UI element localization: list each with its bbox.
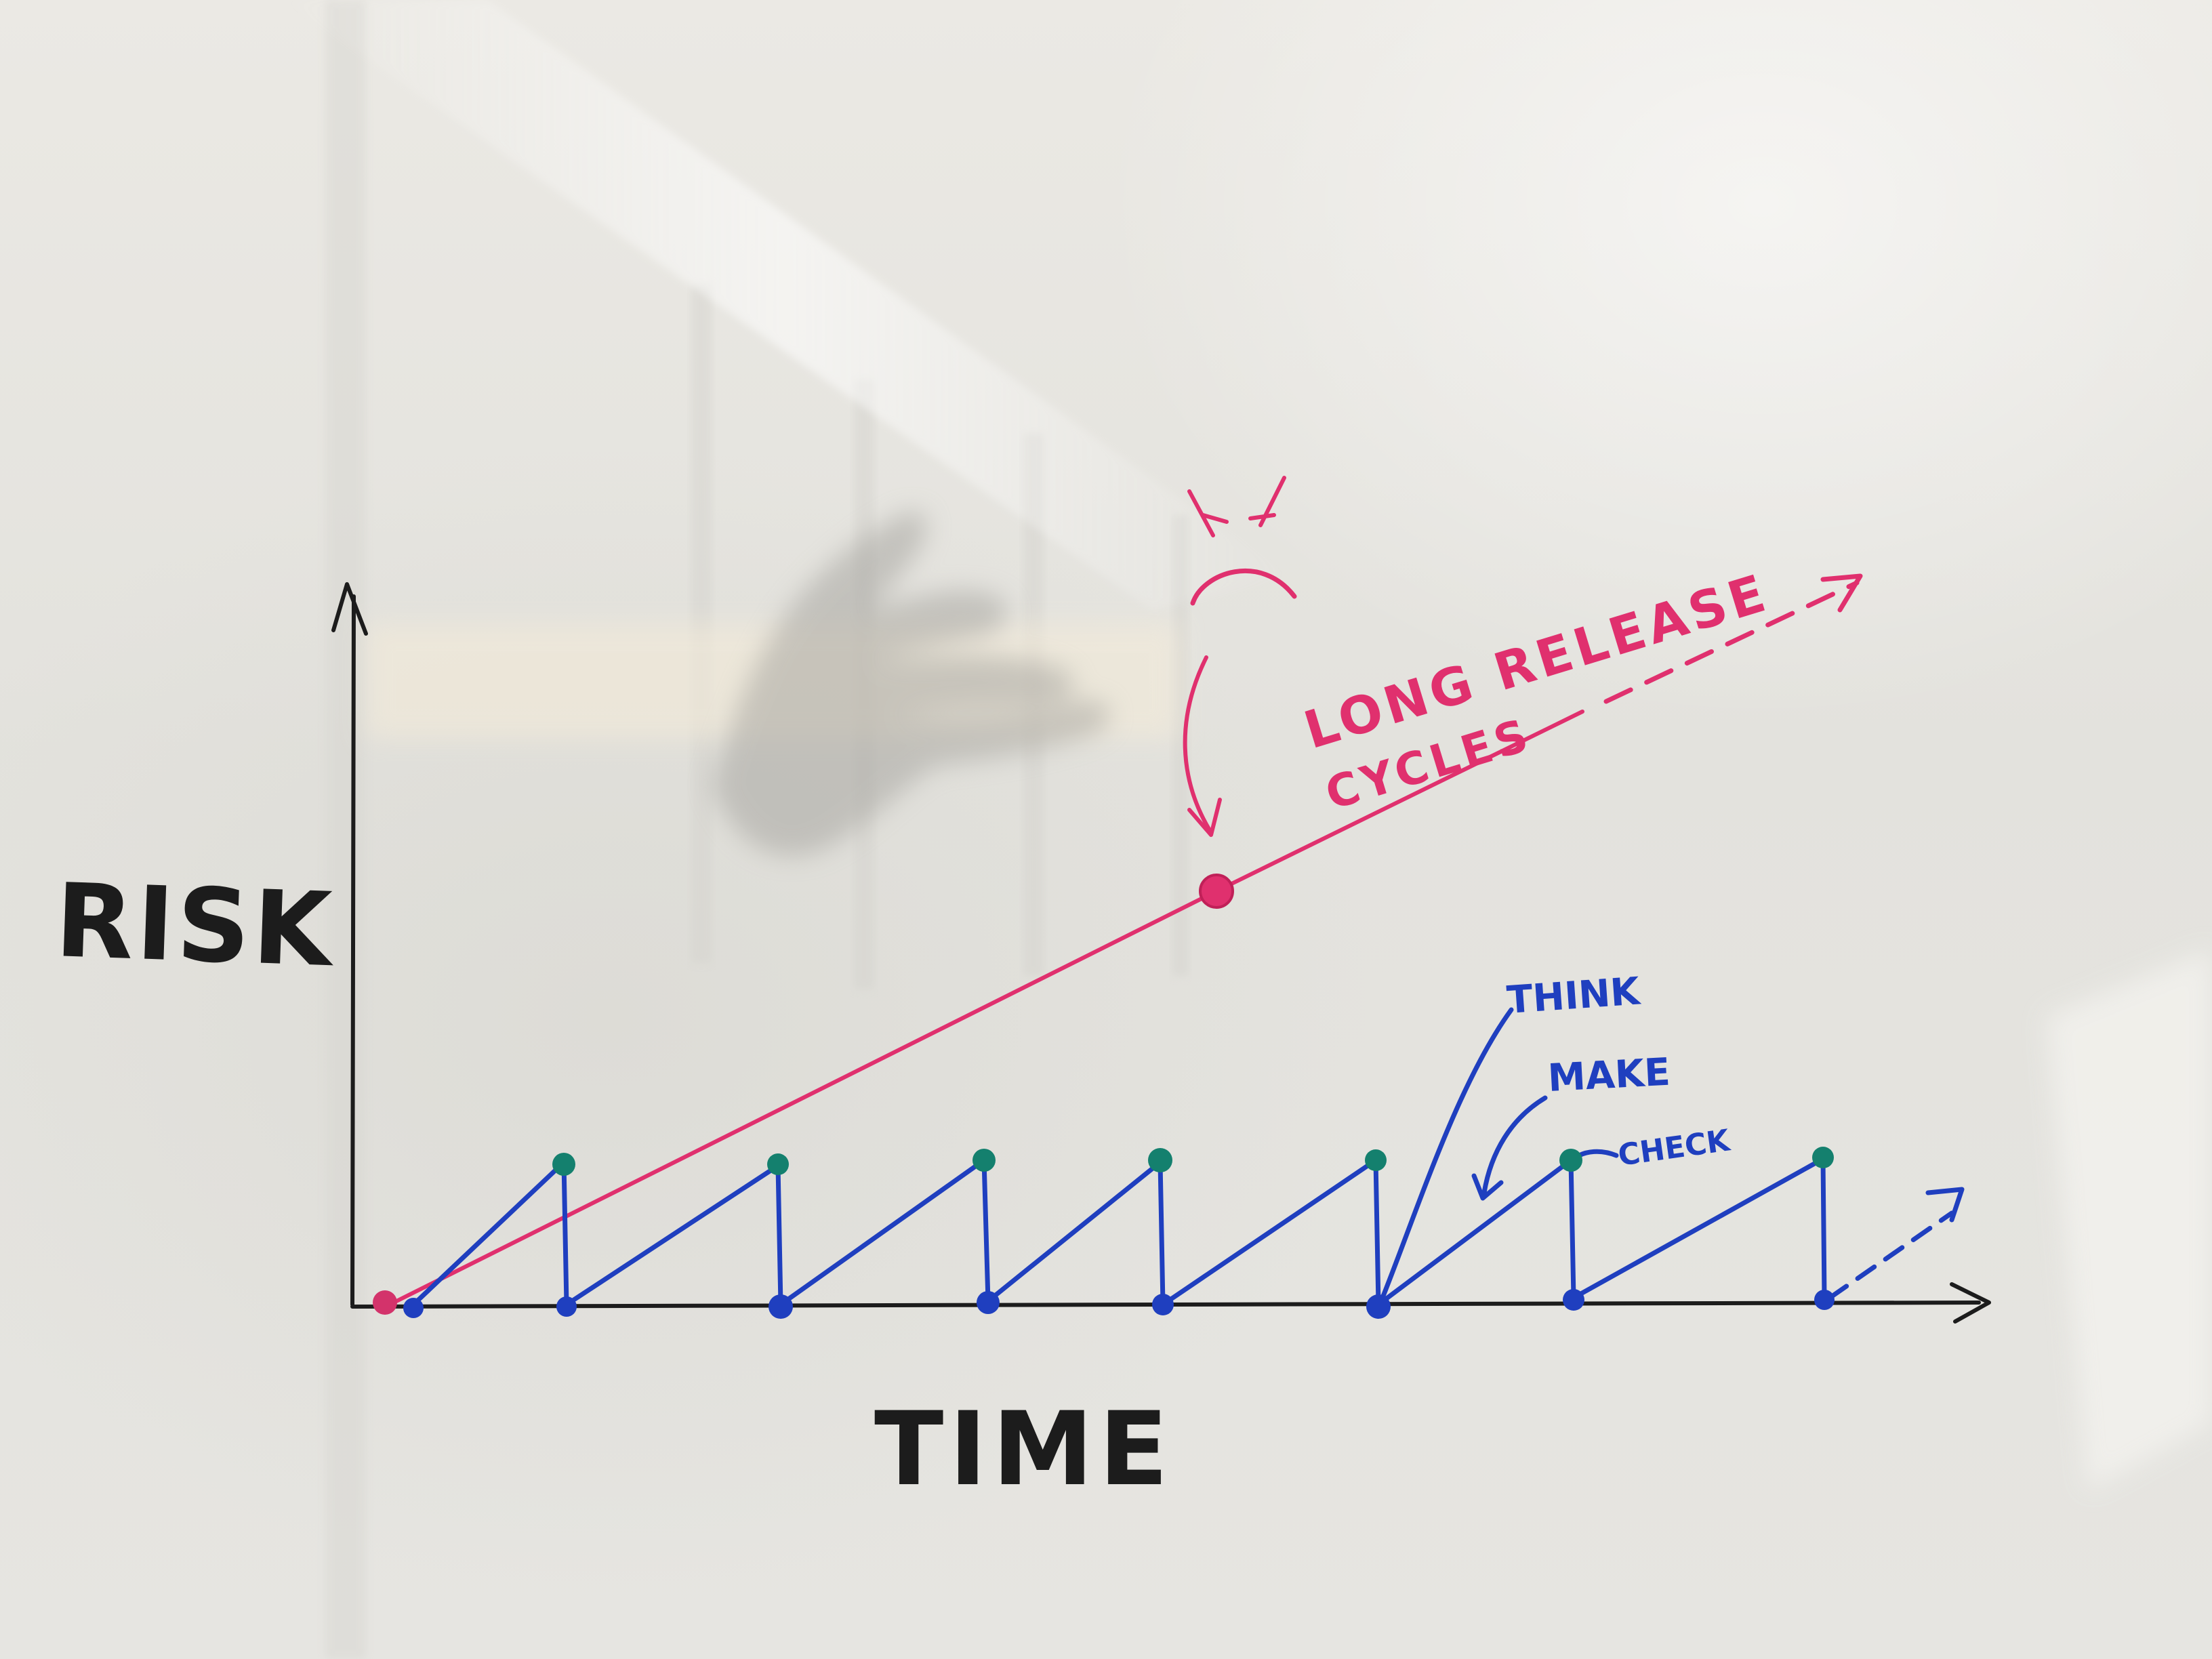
green-dots [552,1147,1834,1176]
blue-dot [1366,1294,1391,1319]
left-angry-eyebrow [1187,489,1229,537]
make-pointer-arrowhead [1471,1173,1504,1201]
blue-dot [977,1291,1000,1314]
blue-extension-arrowhead [1925,1187,1965,1223]
check-pointer-line [1576,1149,1619,1158]
blue-dot [1152,1294,1174,1315]
right-angry-eyebrow [1248,476,1286,527]
think-label: THINK [1505,969,1643,1023]
green-dot [1812,1147,1834,1168]
x-axis-arrowhead [1950,1282,1991,1324]
green-dot [552,1153,575,1176]
blue-dashed-extension [1827,1210,1954,1300]
blue-dot [556,1296,577,1317]
make-pointer-arrow [1481,1095,1548,1195]
y-axis-arrowhead [331,582,368,636]
red-origin-dot [373,1290,397,1315]
red-curved-arrowhead [1187,798,1222,837]
think-pointer-line [1380,1007,1514,1300]
red-extension-arrowhead [1820,573,1863,613]
green-dot [1559,1149,1582,1172]
background-reflections [285,0,2212,1659]
hand-shadow [712,511,1110,856]
green-dot [1148,1148,1172,1172]
blue-dot [1563,1289,1584,1311]
green-dot [767,1153,789,1175]
blue-dot [1814,1290,1835,1310]
make-label: MAKE [1547,1050,1671,1101]
green-dot [972,1149,996,1172]
green-dot [1365,1149,1387,1171]
y-axis-line [350,594,356,1307]
sawtooth-path [411,1156,1827,1307]
blue-dot [769,1294,793,1319]
red-curved-arrow [1183,655,1212,832]
long-release-label: LONG RELEASE [1297,562,1776,760]
blue-dot [403,1298,424,1318]
blue-dots [403,1289,1835,1319]
check-label: CHECK [1616,1123,1733,1173]
red-dashed-extension [1603,580,1860,704]
frown-mouth [1190,568,1297,606]
red-highlight-dot [1199,874,1234,909]
time-label: TIME [874,1391,1174,1509]
risk-label: RISK [54,862,337,989]
